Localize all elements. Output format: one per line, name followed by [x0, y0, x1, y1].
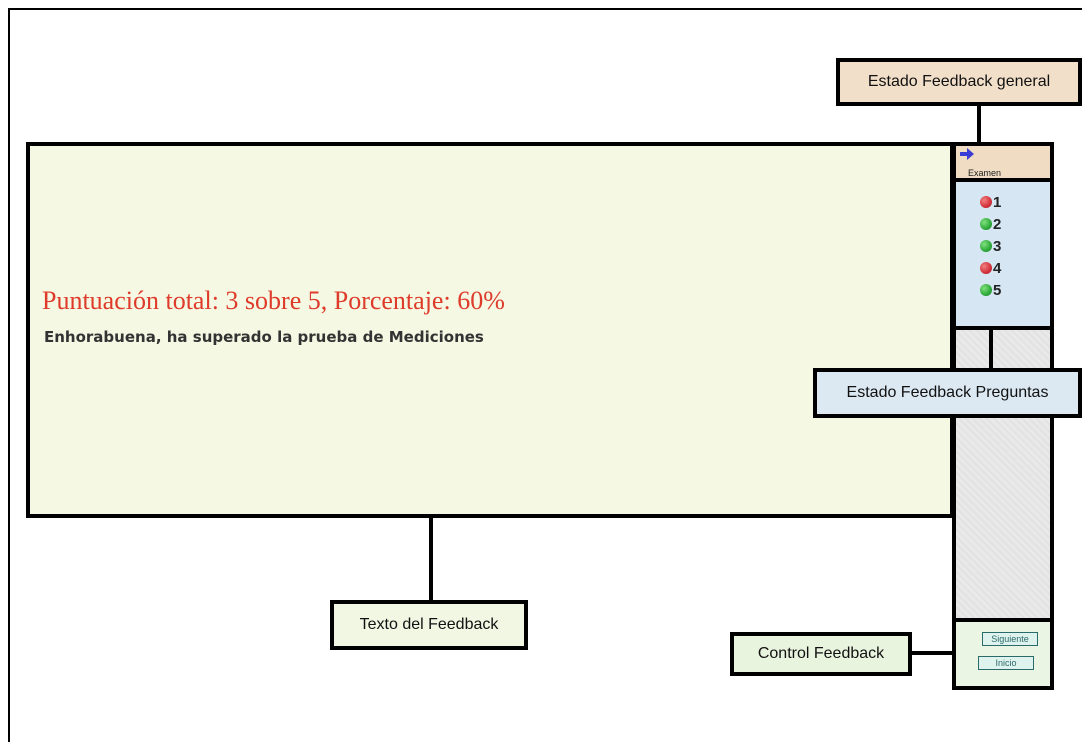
correct-status-icon	[980, 218, 992, 230]
question-item-2[interactable]: 2	[980, 214, 1001, 234]
exam-status-box[interactable]: Examen	[956, 146, 1050, 182]
start-button[interactable]: Inicio	[978, 656, 1034, 670]
next-button[interactable]: Siguiente	[982, 632, 1038, 646]
connector-line	[977, 104, 981, 144]
question-number: 5	[993, 281, 1002, 299]
question-item-3[interactable]: 3	[980, 236, 1001, 256]
connector-line	[429, 516, 433, 602]
incorrect-status-icon	[980, 262, 992, 274]
feedback-control-box: Siguiente Inicio	[956, 618, 1050, 686]
connector-line	[989, 326, 993, 370]
feedback-text-panel: Puntuación total: 3 sobre 5, Porcentaje:…	[26, 142, 954, 518]
right-arrow-icon	[960, 148, 974, 160]
feedback-message: Enhorabuena, ha superado la prueba de Me…	[44, 328, 484, 346]
correct-status-icon	[980, 284, 992, 296]
question-number: 3	[993, 237, 1002, 255]
question-number: 2	[993, 215, 1002, 233]
question-number: 1	[993, 193, 1002, 211]
correct-status-icon	[980, 240, 992, 252]
exam-label: Examen	[968, 168, 1002, 178]
callout-label: Texto del Feedback	[359, 616, 499, 633]
questions-status-box: 1 2 3 4 5	[956, 182, 1050, 330]
question-item-5[interactable]: 5	[980, 280, 1001, 300]
score-text: Puntuación total: 3 sobre 5, Porcentaje:…	[42, 286, 505, 315]
question-item-4[interactable]: 4	[980, 258, 1001, 278]
callout-general-status: Estado Feedback general	[836, 58, 1082, 106]
callout-feedback-text: Texto del Feedback	[330, 600, 528, 650]
callout-feedback-control: Control Feedback	[730, 632, 912, 676]
callout-label: Estado Feedback Preguntas	[846, 384, 1049, 401]
callout-label: Control Feedback	[757, 645, 885, 662]
incorrect-status-icon	[980, 196, 992, 208]
connector-line	[910, 651, 956, 655]
outer-frame	[8, 8, 1082, 742]
question-number: 4	[993, 259, 1002, 277]
callout-label: Estado Feedback general	[867, 73, 1051, 90]
callout-questions-status: Estado Feedback Preguntas	[813, 368, 1082, 418]
question-item-1[interactable]: 1	[980, 192, 1001, 212]
